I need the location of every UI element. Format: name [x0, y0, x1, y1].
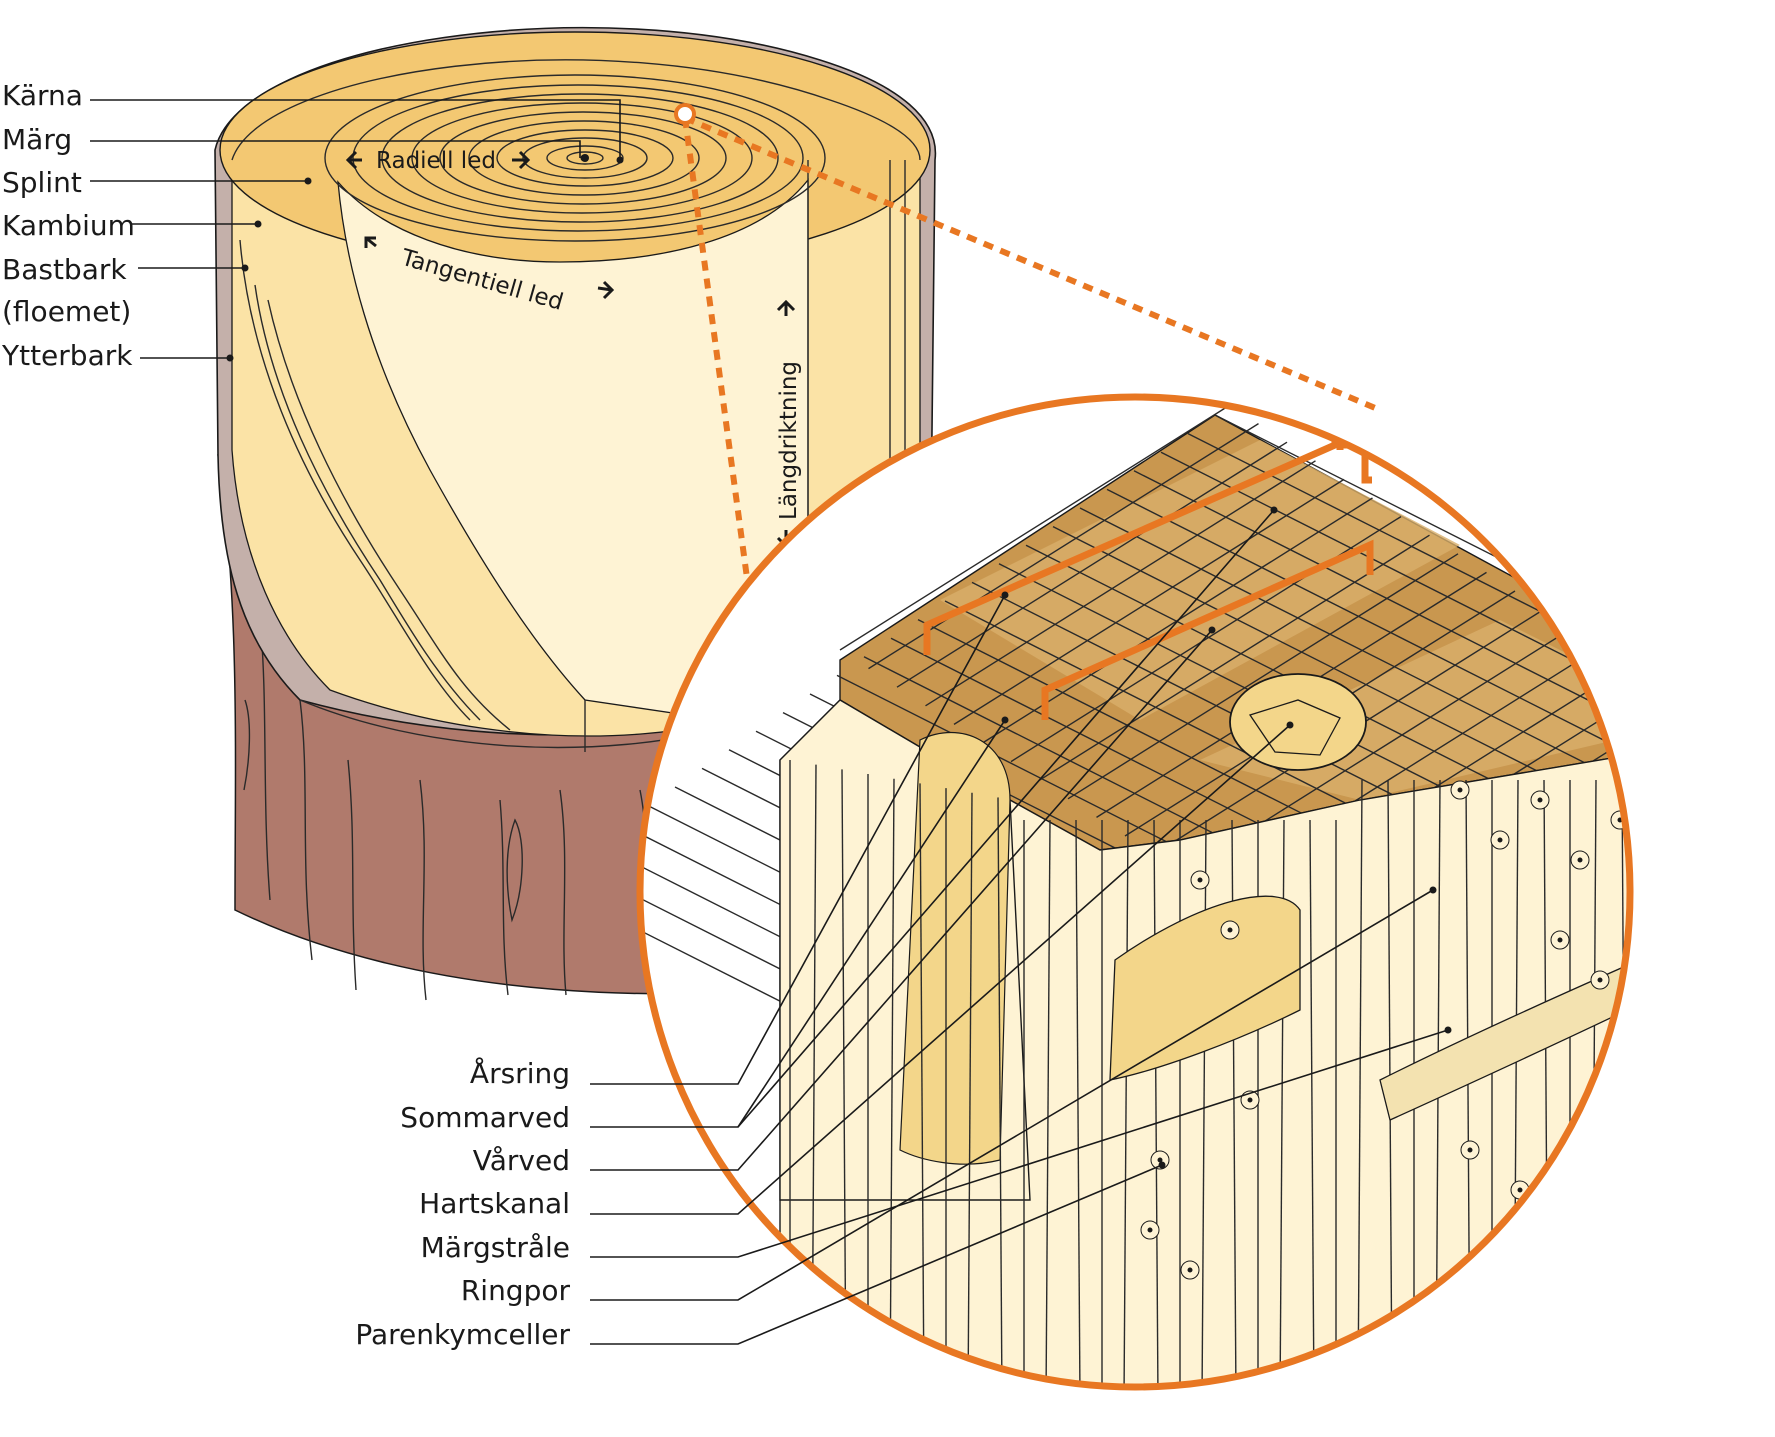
label-latewood: Sommarved	[400, 1101, 570, 1134]
label-ring-pore: Ringpor	[461, 1274, 571, 1307]
zoom-origin-marker	[676, 105, 694, 123]
cell-nucleus	[1578, 858, 1582, 862]
label-outer-bark: Ytterbark	[1, 339, 133, 372]
cell-nucleus	[1498, 1258, 1502, 1262]
label-earlywood: Vårved	[473, 1144, 570, 1177]
label-inner-bark-2: (floemet)	[2, 295, 131, 328]
label-heartwood: Kärna	[2, 79, 83, 112]
cell-nucleus	[1648, 898, 1652, 902]
cell-nucleus	[1228, 928, 1232, 932]
cell-nucleus	[1198, 878, 1202, 882]
cell-nucleus	[1468, 1148, 1472, 1152]
cell-nucleus	[1558, 938, 1562, 942]
label-resin-canal: Hartskanal	[419, 1187, 570, 1220]
cell-nucleus	[1618, 1178, 1622, 1182]
longitudinal-label: Längdriktning	[776, 361, 802, 520]
label-parenchyma: Parenkymceller	[355, 1318, 570, 1351]
cell-nucleus	[1568, 1288, 1572, 1292]
cell-wall-line	[1670, 780, 1674, 1400]
parenchyma-cell	[1561, 1281, 1579, 1299]
cell-nucleus	[1458, 788, 1462, 792]
cell-nucleus	[1538, 798, 1542, 802]
cell-nucleus	[1188, 1268, 1192, 1272]
label-sapwood: Splint	[2, 166, 82, 199]
parenchyma-cell	[1641, 891, 1659, 909]
cell-nucleus	[1248, 1098, 1252, 1102]
label-annual-ring: Årsring	[470, 1056, 570, 1090]
radial-label: Radiell led	[376, 148, 496, 174]
cell-nucleus	[1158, 1158, 1162, 1162]
cell-nucleus	[1148, 1228, 1152, 1232]
label-pith: Märg	[2, 123, 72, 156]
resin-canal	[1230, 674, 1366, 770]
parenchyma-cell	[1611, 1171, 1629, 1189]
cell-nucleus	[1598, 978, 1602, 982]
label-inner-bark: Bastbark	[2, 253, 127, 286]
parenchyma-cell	[1491, 1251, 1509, 1269]
cell-nucleus	[1658, 1238, 1662, 1242]
cell-nucleus	[1558, 1228, 1562, 1232]
cell-nucleus	[1498, 838, 1502, 842]
parenchyma-cell	[1551, 1221, 1569, 1239]
label-ray: Märgstråle	[421, 1231, 570, 1264]
cell-wall-line	[1700, 780, 1704, 1400]
cell-nucleus	[1518, 1188, 1522, 1192]
parenchyma-cell	[1651, 1231, 1669, 1249]
label-cambium: Kambium	[2, 209, 135, 242]
